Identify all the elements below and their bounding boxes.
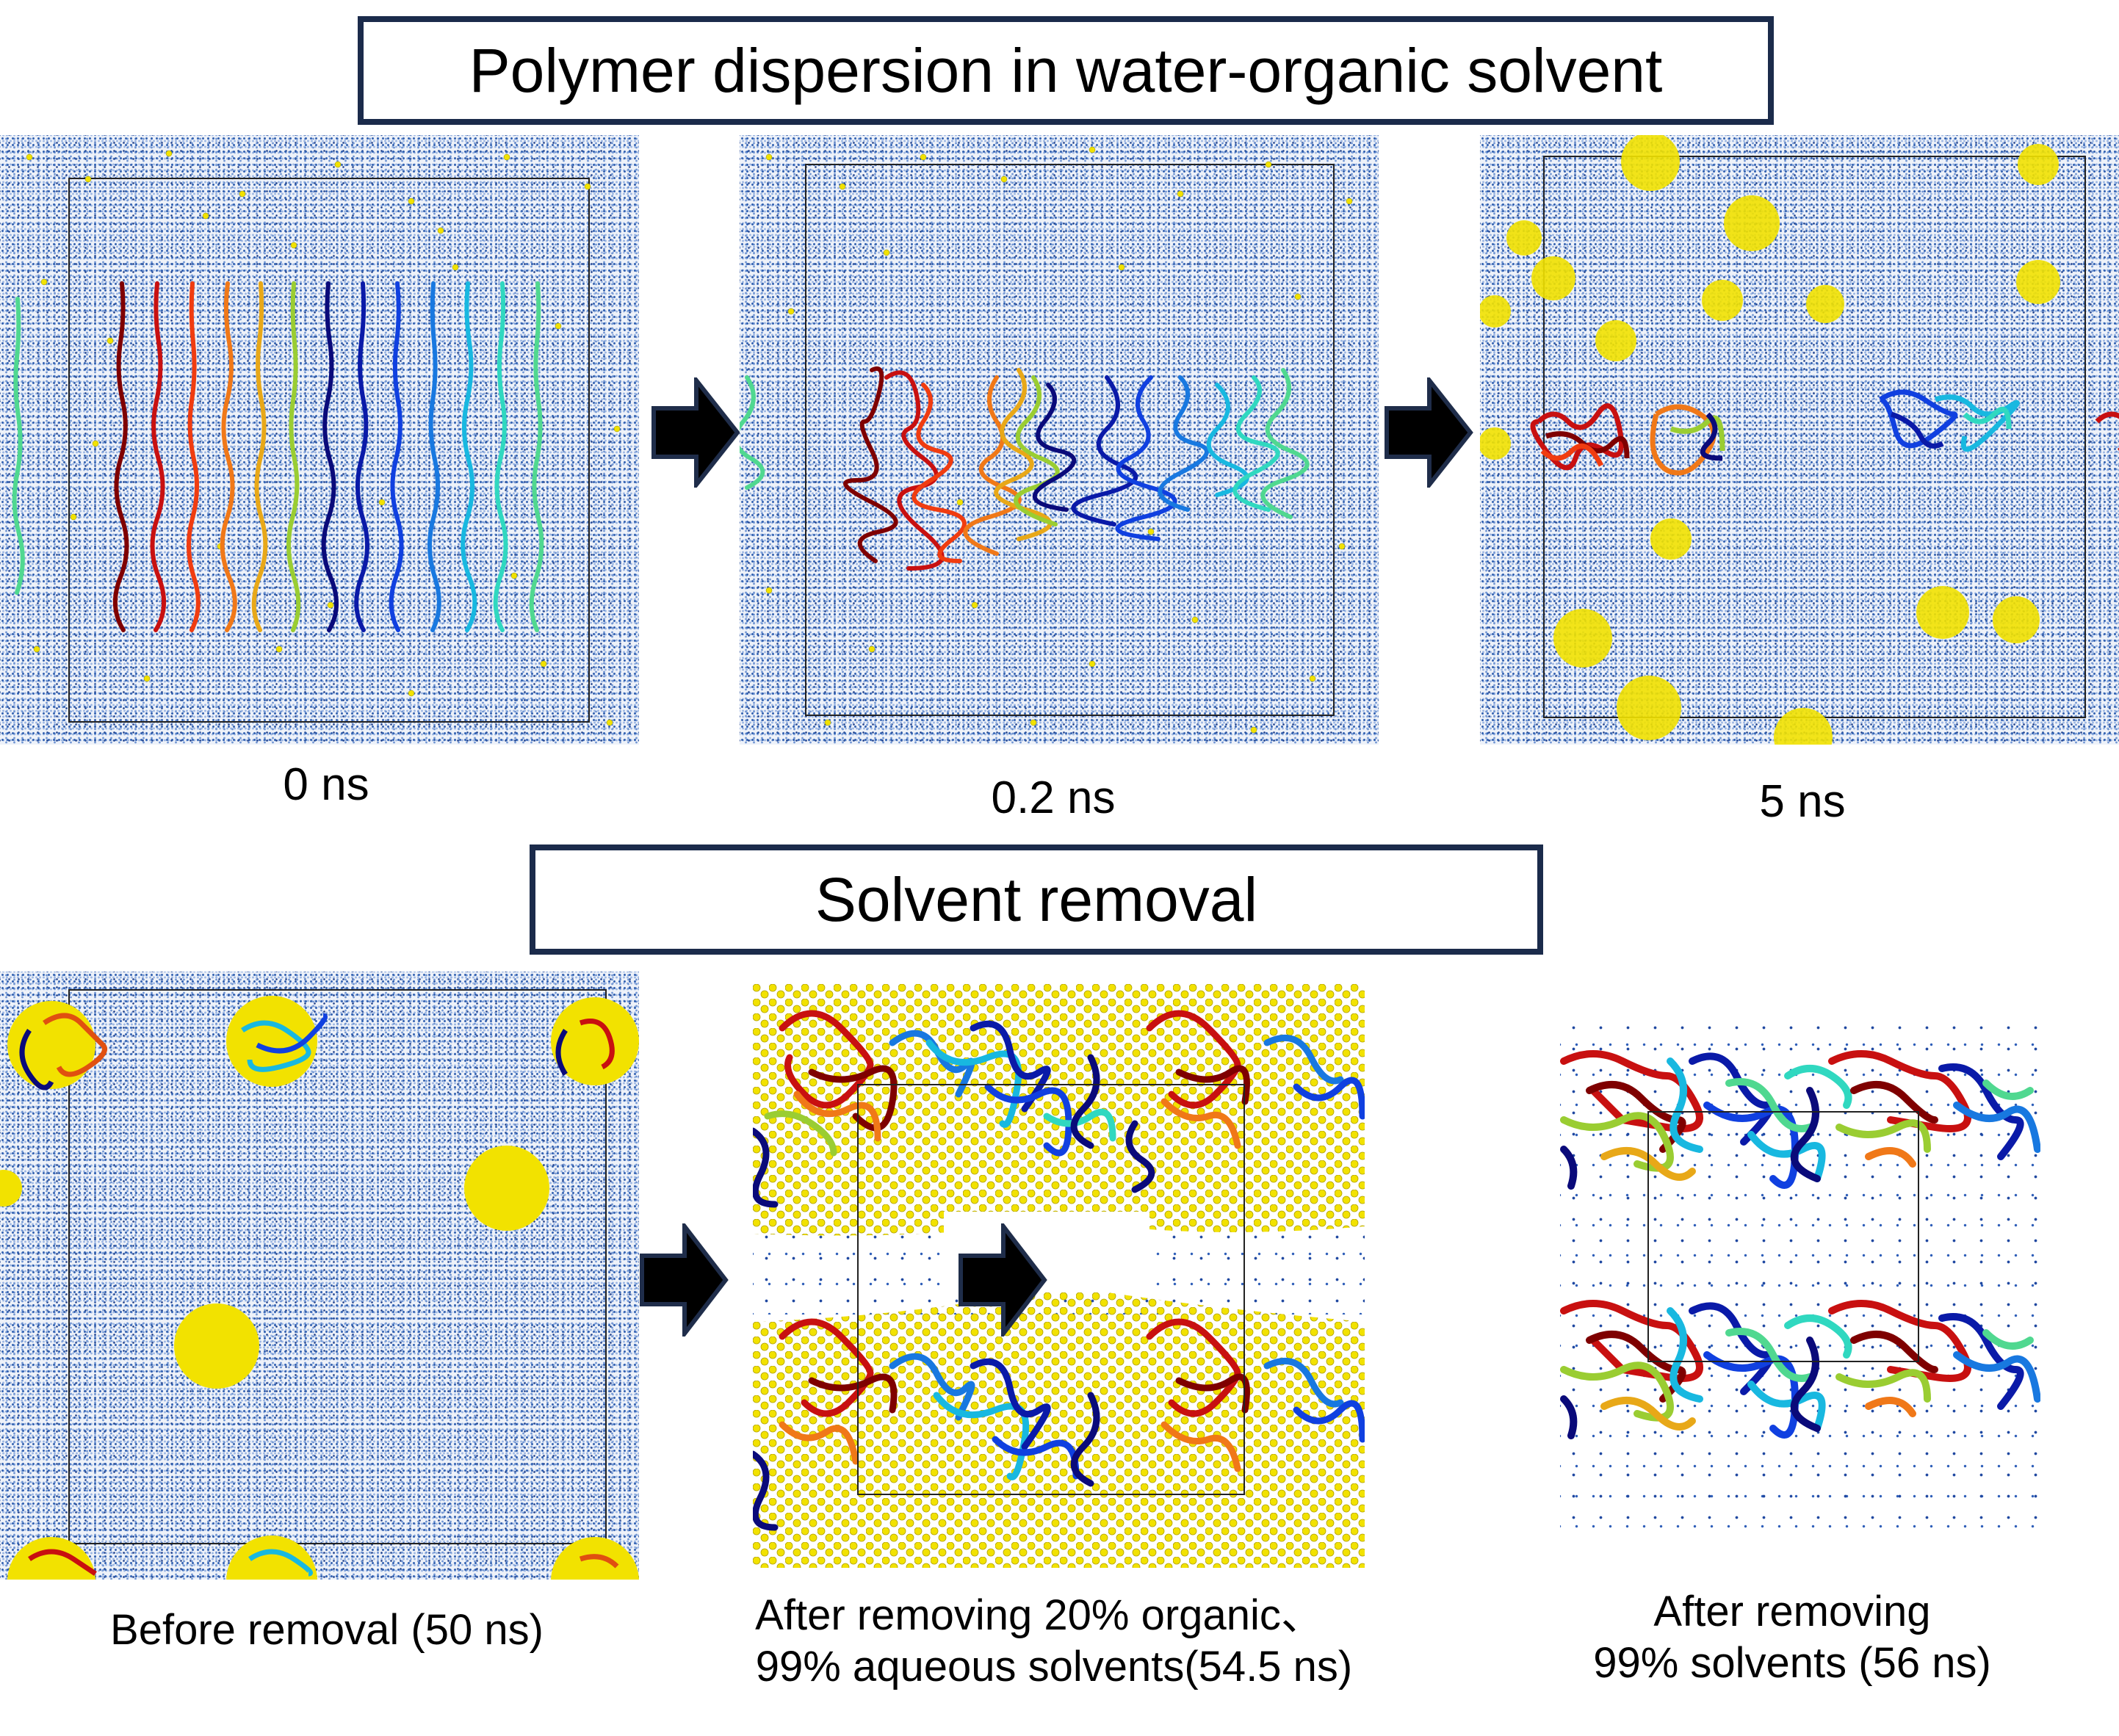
section-title-dispersion: Polymer dispersion in water-organic solv…	[358, 16, 1774, 125]
time-label-0ns: 0 ns	[283, 759, 369, 810]
caption-line-1: After removing	[1653, 1588, 1931, 1635]
section-title-removal-text: Solvent removal	[815, 865, 1258, 934]
time-label-5ns: 5 ns	[1759, 776, 1846, 827]
panel-after-partial-removal	[753, 984, 1365, 1568]
section-title-removal: Solvent removal	[530, 845, 1543, 955]
panel-before-removal	[0, 972, 639, 1580]
extended-chains	[12, 150, 621, 726]
caption-after-partial-removal: After removing 20% organic、 99% aqueous …	[705, 1590, 1403, 1692]
aggregated-clusters	[1480, 135, 2119, 745]
right-arrow-icon	[1385, 377, 1473, 488]
simulation-box	[68, 178, 590, 723]
collapsing-chains	[740, 146, 1353, 734]
right-arrow-icon	[959, 1223, 1047, 1337]
caption-line-2: 99% aqueous solvents(54.5 ns)	[755, 1642, 1353, 1690]
right-arrow-icon	[651, 377, 740, 488]
panel-0.2ns	[740, 135, 1379, 745]
simulation-box	[857, 1084, 1245, 1495]
caption-before-removal: Before removal (50 ns)	[110, 1606, 544, 1654]
cluster-distribution	[0, 996, 639, 1580]
caption-line-2: 99% solvents (56 ns)	[1593, 1638, 1991, 1687]
right-arrow-icon	[640, 1223, 729, 1337]
polymer-film-layers	[1560, 1050, 2040, 1439]
simulation-box	[1647, 1111, 1919, 1362]
panel-5ns	[1480, 135, 2119, 745]
simulation-box	[805, 164, 1335, 716]
time-label-0.2ns: 0.2 ns	[991, 773, 1116, 823]
caption-after-full-removal: After removing 99% solvents (56 ns)	[1542, 1586, 2042, 1688]
panel-0ns	[0, 135, 639, 745]
section-title-dispersion-text: Polymer dispersion in water-organic solv…	[469, 36, 1663, 105]
simulation-box	[68, 989, 607, 1544]
panel-after-full-removal	[1560, 1017, 2040, 1536]
solvent-polymer-layers	[753, 984, 1365, 1568]
caption-line-1: After removing 20% organic、	[755, 1591, 1324, 1639]
